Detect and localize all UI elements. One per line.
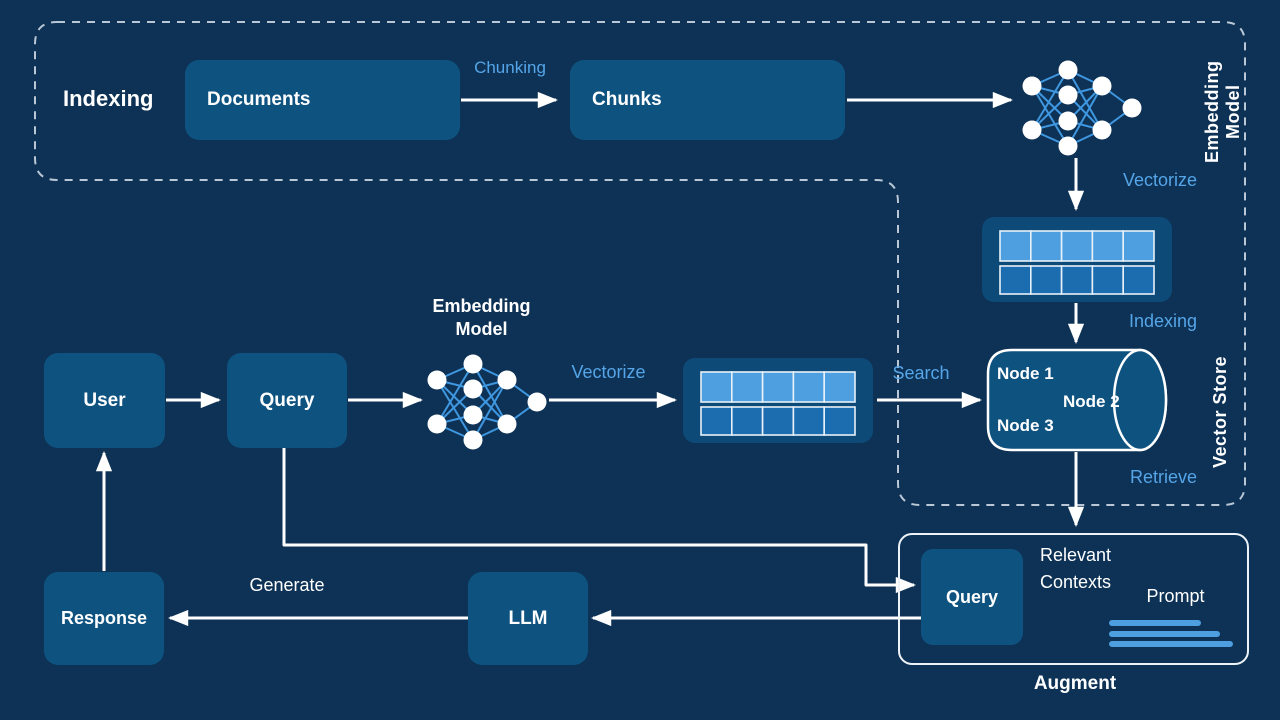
embedding-model-side-title: Embedding Model — [1202, 60, 1243, 164]
augment-query-label: Query — [945, 586, 999, 607]
vector-store-side-title: Vector Store — [1210, 355, 1230, 469]
chunks-label: Chunks — [592, 89, 662, 110]
response-label: Response — [60, 608, 148, 628]
neural-network-icon-mid — [426, 353, 548, 451]
edge-label-indexing: Indexing — [1128, 311, 1197, 331]
edge-label-search: Search — [892, 363, 950, 383]
arrow-query-to-augment — [282, 448, 917, 594]
user-node: User — [44, 353, 165, 448]
llm-label: LLM — [508, 607, 548, 629]
query-node: Query — [227, 353, 347, 448]
edge-label-chunking: Chunking — [474, 58, 546, 77]
query-label: Query — [259, 389, 315, 411]
vector-store-node-2: Node 2 — [1063, 392, 1120, 411]
edge-label-vectorize-top: Vectorize — [1122, 170, 1197, 190]
documents-node: Documents — [185, 60, 460, 140]
vector-store-node-1: Node 1 — [997, 364, 1054, 383]
neural-network-icon-top — [1021, 59, 1143, 157]
augment-group-outline — [898, 533, 1249, 665]
relevant-contexts-label: Relevant Contexts — [1040, 545, 1112, 592]
prompt-label: Prompt — [1146, 586, 1205, 606]
edge-label-vectorize-mid: Vectorize — [571, 362, 646, 382]
indexing-section-title: Indexing — [63, 86, 154, 111]
llm-node: LLM — [468, 572, 588, 665]
chunks-node: Chunks — [570, 60, 845, 140]
vector-store-node-3: Node 3 — [997, 416, 1054, 435]
vector-grid-icon-top — [981, 216, 1173, 303]
embedding-model-mid-title: Embedding Model — [432, 296, 531, 339]
edge-label-retrieve: Retrieve — [1129, 467, 1197, 487]
augment-section-title: Augment — [1033, 673, 1117, 694]
augment-query-node: Query — [921, 549, 1023, 645]
documents-label: Documents — [207, 89, 311, 110]
edge-label-generate: Generate — [249, 575, 325, 595]
user-label: User — [83, 389, 126, 411]
response-node: Response — [44, 572, 164, 665]
vector-grid-icon-mid — [682, 357, 874, 444]
